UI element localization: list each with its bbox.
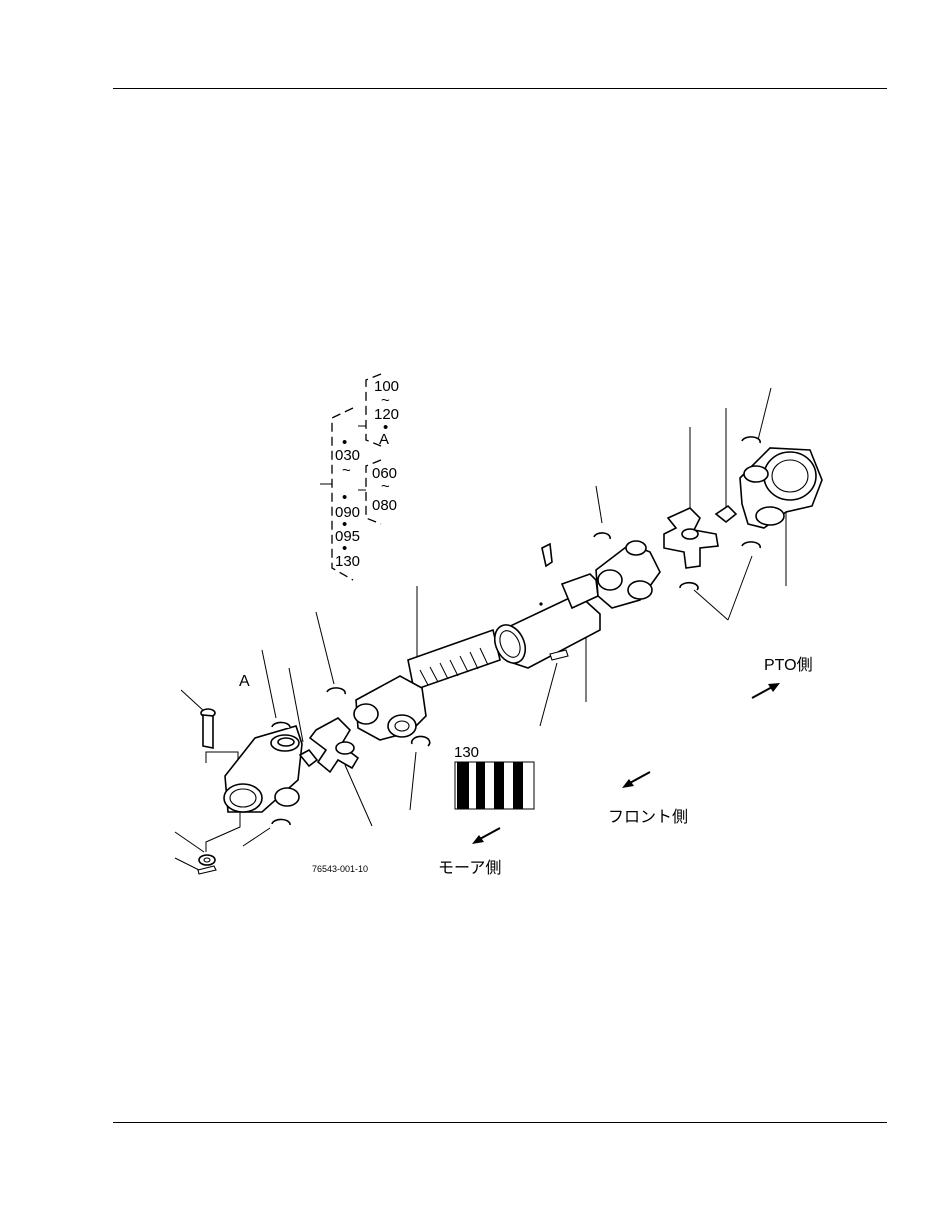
arrow-front-icon [622, 779, 634, 788]
range-main-dot2: • [342, 489, 347, 506]
snap-ring-6 [679, 581, 699, 591]
yoke-ear-lower [274, 787, 300, 807]
cross-journal-cap [335, 741, 355, 755]
range-main-end: 090 [335, 504, 360, 521]
arrow-pto-icon [768, 683, 780, 692]
key [549, 649, 569, 661]
marking-band-3 [494, 762, 504, 809]
washer-hole [203, 857, 211, 863]
outer-tube-bore-inner [499, 630, 521, 658]
range-main-extra1: 095 [335, 528, 360, 545]
direction-pto: PTO側 [751, 656, 813, 699]
marking-band-4 [513, 762, 523, 809]
slip-yoke-bore-spline [229, 788, 257, 808]
range-a-suffix: A [379, 431, 389, 448]
range-main-extra2: 130 [335, 553, 360, 570]
outer-bracket [331, 407, 354, 581]
pto-yoke-ear-1 [743, 465, 769, 483]
splined-shaft [407, 628, 501, 692]
pin-shaft [202, 714, 214, 749]
direction-front: フロント側 [608, 771, 688, 826]
range-b-tilde: ~ [381, 478, 390, 495]
direction-front-label: フロント側 [608, 808, 688, 826]
range-a-dot: • [383, 419, 388, 436]
upper-bracket [365, 373, 382, 447]
snap-ring-7 [741, 436, 761, 444]
label-130: 130 [454, 744, 479, 761]
grease-hole [539, 602, 543, 606]
upper-inner-yoke-ear-1 [597, 569, 623, 591]
pto-yoke-ear-2 [755, 506, 785, 526]
cross-journal-lower [308, 717, 360, 774]
range-main-start: 030 [335, 447, 360, 464]
snap-ring-1 [271, 721, 291, 729]
range-a-tilde: ~ [381, 392, 390, 409]
snap-ring-2 [271, 818, 291, 826]
model-range-bracket: 100 ~ 120 • A 060 ~ 080 • 030 ~ • 090 • … [320, 373, 399, 581]
range-a-end: 120 [374, 406, 399, 423]
marking-band-2 [476, 762, 485, 809]
spline-grooves [419, 647, 489, 686]
range-main-dot3: • [342, 516, 347, 533]
drawing-code: 76543-001-10 [312, 864, 368, 874]
snap-ring-5 [593, 532, 611, 540]
snap-ring-3 [326, 687, 346, 695]
snap-ring-8 [741, 541, 761, 549]
lower-yoke-assembly [197, 708, 360, 875]
direction-mower-label: モーア側 [438, 859, 501, 877]
inner-yoke-ear-hole [394, 720, 410, 732]
direction-mower: モーア側 [438, 827, 501, 877]
grease-nipple-tube [541, 542, 553, 568]
range-b-start: 060 [372, 465, 397, 482]
cross-journal-upper-cap [681, 528, 699, 540]
grease-nipple-upper [714, 504, 738, 524]
pto-yoke-flange-inner [771, 459, 809, 493]
marking-130: 130 [454, 744, 535, 810]
range-main-tilde: ~ [342, 462, 351, 479]
upper-yoke-assembly [593, 436, 823, 609]
arrow-mower-shaft [477, 827, 501, 841]
range-a-start: 100 [374, 378, 399, 395]
arrow-mower-icon [472, 835, 484, 844]
bottom-rule [113, 1122, 887, 1123]
upper-inner-yoke-ear-2 [625, 540, 647, 556]
range-main-dot1: • [342, 434, 347, 451]
direction-pto-label: PTO側 [764, 656, 813, 674]
lower-bracket [365, 459, 382, 525]
arrow-pto-shaft [751, 685, 775, 699]
inner-shaft-assembly [326, 628, 501, 747]
snap-ring-4 [410, 735, 431, 747]
inner-yoke-ear-1 [353, 703, 379, 725]
label-a: A [239, 673, 250, 690]
yoke-ear-upper-hole [277, 737, 295, 747]
grease-nipple-lower [298, 748, 319, 768]
arrow-front-shaft [627, 771, 651, 785]
upper-inner-yoke-ear-3 [627, 580, 653, 600]
outer-tube-assembly [493, 542, 601, 669]
marking-band-1 [457, 762, 469, 809]
range-b-end: 080 [372, 497, 397, 514]
range-main-dot4: • [342, 540, 347, 557]
cotter-pin [197, 865, 217, 875]
top-rule [113, 88, 887, 89]
